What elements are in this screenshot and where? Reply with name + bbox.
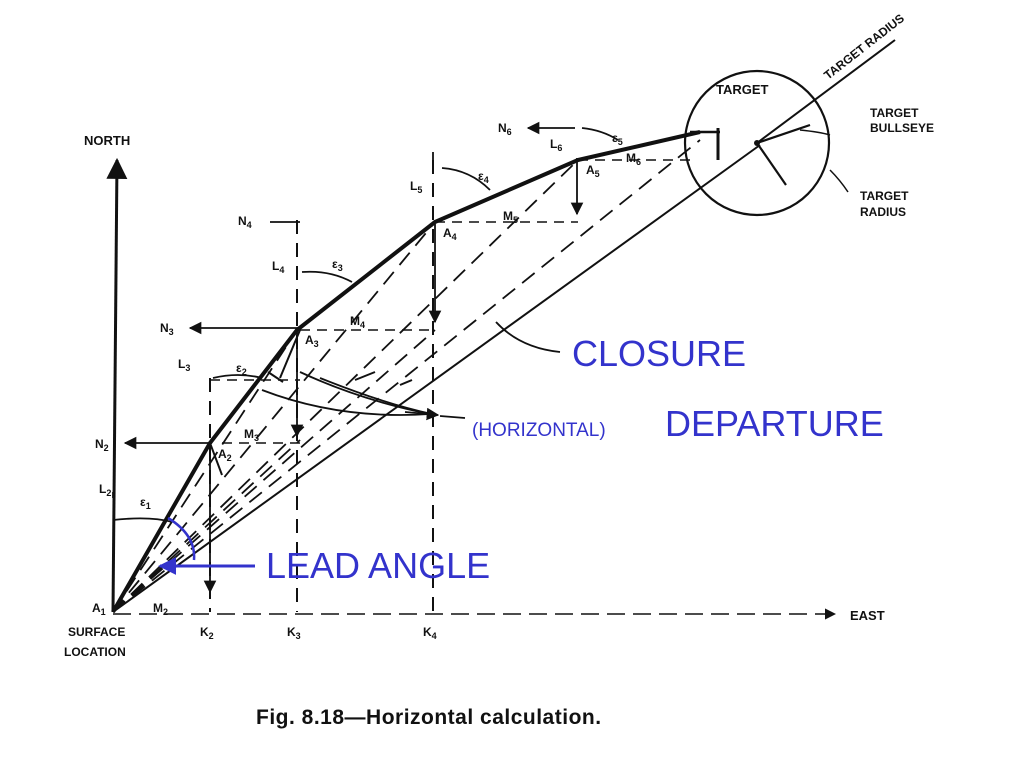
label-m5: M5 (503, 209, 518, 225)
departure-annotation: DEPARTURE (665, 403, 884, 444)
label-a5: A5 (586, 163, 600, 179)
horizontal-annotation: (HORIZONTAL) (472, 420, 606, 441)
radius-label-line2: RADIUS (860, 205, 906, 219)
bullseye-label-line1: TARGET (870, 106, 919, 120)
closure-annotation: CLOSURE (572, 333, 746, 374)
label-k3: K3 (287, 625, 301, 641)
closure-line (112, 144, 761, 613)
target-radius-top-label: TARGET RADIUS (821, 11, 907, 82)
figure-caption: Fig. 8.18—Horizontal calculation. (256, 706, 602, 729)
label-n4: N4 (238, 214, 252, 230)
label-a2: A2 (218, 447, 232, 463)
label-l2: L2 (99, 482, 111, 498)
horizontal-construction-lines (210, 159, 690, 444)
radial-dashed-lines (112, 139, 701, 613)
label-m6: M6 (626, 151, 641, 167)
north-axis (106, 157, 128, 613)
departure-pointer (439, 415, 466, 419)
label-n2: N2 (95, 437, 109, 453)
departure-arcs (261, 371, 440, 421)
lead-angle-annotation: LEAD ANGLE (266, 545, 490, 586)
label-l4: L4 (272, 259, 284, 275)
label-n6: N6 (498, 121, 512, 137)
label-l5: L5 (410, 179, 422, 195)
label-m2: M2 (153, 601, 168, 617)
label-k2: K2 (200, 625, 214, 641)
lead-angle-arc (167, 516, 196, 561)
target-circle (683, 69, 831, 217)
label-m4: M4 (350, 314, 365, 330)
axes: NORTH EAST (84, 133, 885, 623)
surface-label-line2: LOCATION (64, 645, 126, 659)
label-e3: ε3 (332, 257, 343, 273)
label-k4: K4 (423, 625, 437, 641)
north-reference-arrows (112, 121, 575, 498)
angle-arcs (112, 127, 619, 523)
label-n3: N3 (160, 321, 174, 337)
label-a1: A1 (92, 601, 106, 617)
closure-pointer (495, 321, 561, 353)
segment-markers (209, 329, 413, 476)
east-label: EAST (850, 608, 885, 623)
bullseye-dot (754, 140, 760, 146)
point-labels: A1 A2 A3 A4 A5 N2 N3 N4 N6 L2 L3 L4 L5 L… (92, 121, 641, 641)
label-e5: ε5 (612, 131, 623, 147)
down-arrows (203, 158, 584, 594)
label-l3: L3 (178, 357, 190, 373)
label-l6: L6 (550, 137, 562, 153)
surface-label-line1: SURFACE (68, 625, 125, 639)
target: TARGET TARGET RADIUS TARGET BULLSEYE TAR… (683, 11, 934, 219)
label-m3: M3 (244, 427, 259, 443)
label-e4: ε4 (478, 169, 489, 185)
label-a3: A3 (305, 333, 319, 349)
label-e1: ε1 (140, 495, 151, 511)
label-e2: ε2 (236, 361, 247, 377)
target-title: TARGET (716, 82, 769, 97)
radius-label-line1: TARGET (860, 189, 909, 203)
bullseye-label-line2: BULLSEYE (870, 121, 934, 135)
well-path (111, 130, 701, 613)
north-label: NORTH (84, 133, 130, 148)
target-radius-line (756, 39, 896, 144)
label-a4: A4 (443, 226, 457, 242)
